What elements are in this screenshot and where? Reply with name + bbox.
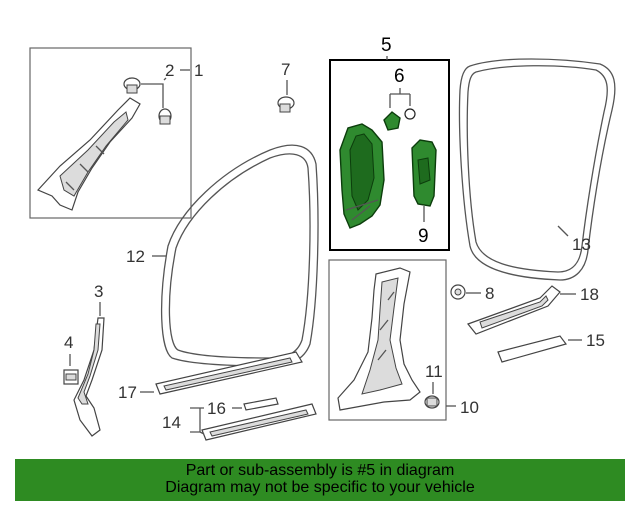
lower-pillar-trim-part-3 [73,317,105,437]
part-notice-banner: Part or sub-assembly is #5 in diagram Di… [15,459,625,501]
callout-3: 3 [94,282,103,301]
callout-9: 9 [418,226,429,247]
callout-7: 7 [281,60,290,79]
leader-14 [190,407,205,435]
b-pillar-part-9 [411,139,437,207]
callout-14: 14 [162,413,181,432]
banner-line-1: Part or sub-assembly is #5 in diagram [185,462,455,479]
callout-6: 6 [394,66,405,87]
clip-part-7 [277,96,295,113]
callout-12: 12 [126,247,145,266]
rear-door-weatherstrip [458,58,616,281]
callout-18: 18 [580,285,599,304]
callout-17: 17 [118,383,137,402]
leader-6 [389,88,411,108]
clip-part-8 [450,284,466,300]
highlight-group-box [329,59,450,251]
clip-part-6a [383,111,401,131]
b-pillar-upper-trim [339,123,385,229]
a-pillar-trim [36,97,141,211]
callout-2: 2 [165,61,174,80]
clip-part-11 [424,395,440,409]
leader-13 [557,225,569,237]
clip-part-4 [63,369,79,385]
callout-1: 1 [194,61,203,80]
callout-16: 16 [207,399,226,418]
callout-13: 13 [572,235,591,254]
leader-2 [141,77,167,108]
callout-11: 11 [425,362,443,381]
banner-line-2: Diagram may not be specific to your vehi… [165,479,475,496]
front-scuff-plate [155,351,303,395]
callout-10: 10 [460,398,479,417]
callout-4: 4 [64,333,73,352]
callout-8: 8 [485,284,494,303]
callout-5: 5 [381,35,392,56]
lower-b-pillar-trim [337,267,421,411]
callout-15: 15 [586,331,605,350]
door-sill-plate [201,403,317,441]
scuff-emblem-part-16 [243,397,279,411]
clip-part-1 [158,108,172,125]
rear-scuff-plate [467,285,561,335]
clip-part-6b [404,108,416,120]
clip-part-2 [123,77,141,94]
a-pillar-group-box [29,47,192,219]
lower-b-pillar-group-box [328,259,447,421]
front-door-weatherstrip [160,144,319,367]
rear-sill-plate [497,335,568,363]
